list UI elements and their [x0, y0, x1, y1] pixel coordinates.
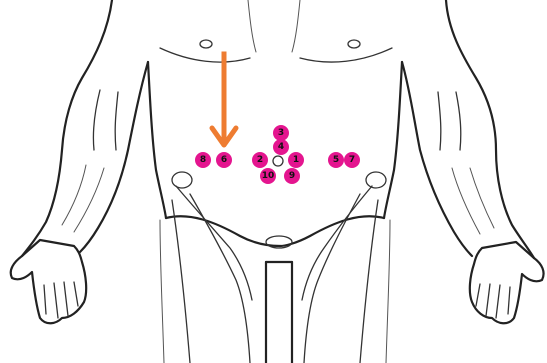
navel: [273, 156, 283, 166]
site-2: 2: [252, 152, 268, 168]
site-label-10: 10: [262, 171, 275, 181]
left-hand: [11, 240, 86, 323]
site-9: 9: [284, 168, 300, 184]
site-10: 10: [260, 168, 276, 184]
left-hip-bone: [172, 172, 192, 188]
down-arrow-icon: [212, 54, 236, 145]
site-label-4: 4: [278, 142, 284, 152]
site-6: 6: [216, 152, 232, 168]
site-label-7: 7: [349, 155, 355, 165]
site-label-3: 3: [278, 128, 284, 138]
injection-sites: 1 2 3 4 5 6 7 8: [195, 125, 360, 184]
site-label-2: 2: [257, 155, 263, 165]
site-label-5: 5: [333, 155, 339, 165]
site-8: 8: [195, 152, 211, 168]
site-5: 5: [328, 152, 344, 168]
site-label-9: 9: [289, 171, 295, 181]
site-label-8: 8: [200, 155, 206, 165]
right-hip-bone: [366, 172, 386, 188]
site-label-6: 6: [221, 155, 227, 165]
site-4: 4: [273, 139, 289, 155]
site-label-1: 1: [293, 155, 299, 165]
body-outline: [22, 0, 534, 363]
site-7: 7: [344, 152, 360, 168]
site-3: 3: [273, 125, 289, 141]
site-1: 1: [288, 152, 304, 168]
left-nipple: [200, 40, 212, 48]
right-nipple: [348, 40, 360, 48]
